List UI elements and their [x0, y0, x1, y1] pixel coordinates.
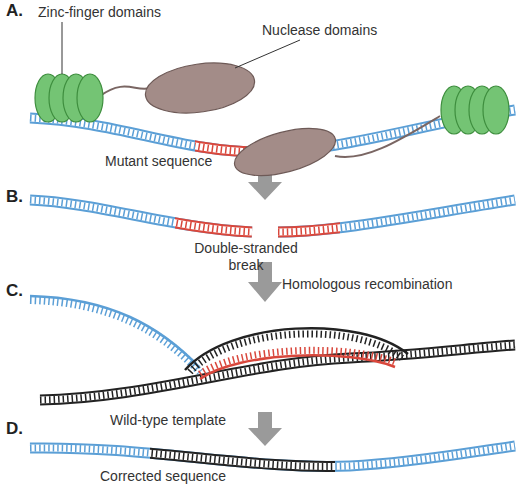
leader-line [62, 22, 63, 74]
dna-backbone [30, 200, 252, 232]
panel-letter: D. [6, 420, 23, 437]
panel-letter: A. [6, 2, 23, 19]
zinc-finger [77, 74, 103, 122]
dna-rungs [278, 200, 340, 232]
dna-backbone [175, 200, 252, 232]
dna-backbone [30, 446, 515, 466]
panel-letter: B. [6, 188, 23, 205]
strand-bases [30, 300, 200, 372]
dna-backbone [278, 200, 340, 232]
dna-rungs [150, 446, 335, 466]
callout-label: Corrected sequence [100, 468, 226, 485]
dna-strand [30, 200, 515, 232]
dna-gap [278, 200, 340, 232]
nuclease-domain [230, 119, 341, 185]
callout-label: Nuclease domains [262, 22, 377, 39]
zinc-finger-group [35, 74, 103, 122]
linker [335, 116, 440, 157]
callout-label: Zinc-finger domains [38, 4, 161, 21]
dna-rungs [30, 200, 252, 232]
callout-label: Double-stranded break [190, 240, 302, 274]
dna-backbone [40, 345, 515, 400]
strand-bases [200, 350, 395, 374]
panel-letter: C. [6, 282, 23, 299]
dna-gap [175, 200, 252, 232]
dna-rungs [30, 446, 515, 466]
linker [100, 87, 150, 96]
dna-gap [30, 200, 252, 232]
dna-gap [30, 446, 515, 466]
dna-gap [150, 446, 335, 466]
dna-rungs [40, 345, 515, 400]
mutant-segment [278, 200, 340, 232]
zinc-finger [483, 86, 509, 134]
mutant-segment [175, 200, 252, 232]
step-label: Homologous recombination [282, 276, 452, 293]
dna-backbone [278, 200, 515, 232]
template-dna [40, 345, 515, 400]
dna-rungs [175, 200, 252, 232]
zinc-finger-group [441, 86, 509, 134]
corrected-segment [150, 446, 335, 466]
callout-label: Wild-type template [110, 412, 226, 429]
dna-gap [278, 200, 515, 232]
leader-line [235, 40, 300, 68]
callout-label: Mutant sequence [105, 153, 212, 170]
dna-backbone [150, 446, 335, 466]
corrected-dna [30, 446, 515, 466]
step-arrow [248, 412, 282, 446]
dna-rungs [278, 200, 515, 232]
dna-gap [40, 345, 515, 400]
single-strand [30, 296, 200, 368]
